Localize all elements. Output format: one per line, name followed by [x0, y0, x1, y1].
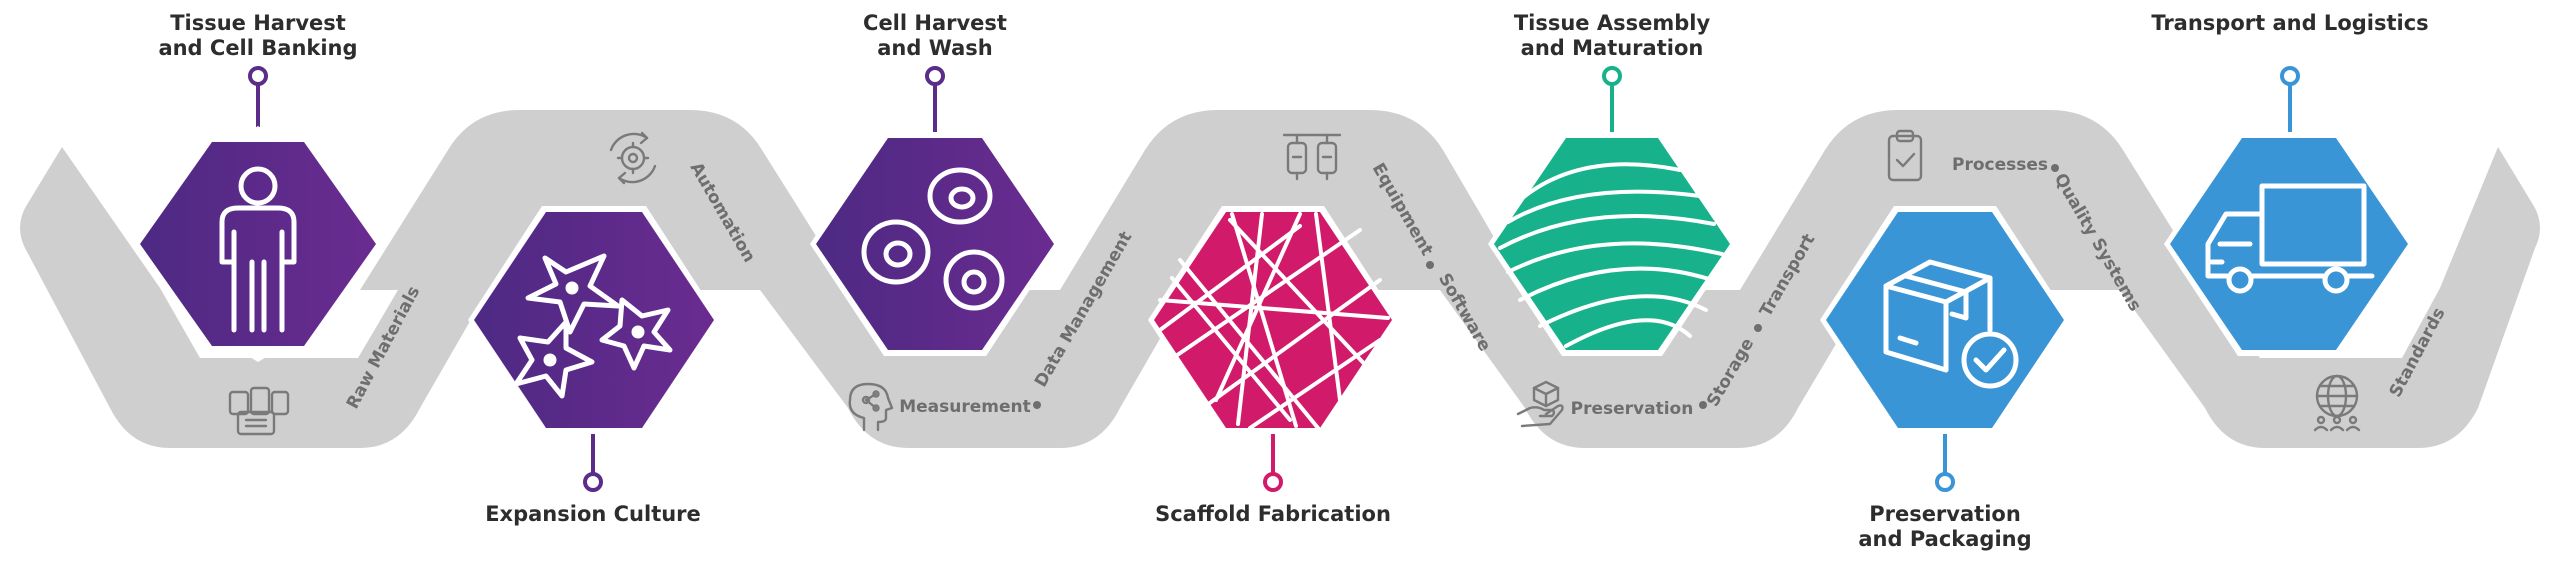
step-title-expansion-culture: Expansion Culture — [485, 502, 701, 526]
band-separator-dot — [1699, 401, 1707, 409]
step-tissue-assembly-hexagon — [1488, 132, 1736, 356]
band-separator-dot — [1426, 261, 1434, 269]
step-title-cell-harvest-line2: and Wash — [877, 36, 993, 60]
band-label-measurement: Measurement — [899, 397, 1031, 417]
measurement-brain-icon — [848, 382, 894, 432]
band-label-preservation: Preservation — [1571, 399, 1694, 419]
tissue-layers-icon — [1498, 162, 1724, 348]
step-cell-harvest-hexagon — [810, 132, 1060, 356]
band-separator-dot — [2051, 164, 2059, 172]
band-label-processes: Processes — [1952, 155, 2048, 175]
equipment-icon — [1282, 133, 1342, 181]
step-tissue-harvest-hexagon — [134, 126, 382, 362]
step-title-transport-logistics: Transport and Logistics — [2151, 11, 2428, 35]
step-expansion-culture-hexagon — [468, 206, 720, 434]
cells-network-icon — [513, 253, 673, 399]
globe-people-icon — [2313, 374, 2361, 432]
step-title-preservation-packaging: Preservation — [1869, 502, 2021, 526]
step-title-scaffold-fabrication: Scaffold Fabrication — [1155, 502, 1391, 526]
cells-icon — [861, 167, 1005, 311]
step-scaffold-fabrication-hexagon — [1148, 206, 1398, 434]
step-title-tissue-harvest: Tissue Harvest — [170, 11, 346, 35]
fiber-mesh-icon — [1158, 212, 1390, 430]
step-title-tissue-harvest-line2: and Cell Banking — [158, 36, 357, 60]
package-check-icon — [1883, 259, 2019, 389]
band-separator-dot — [1033, 401, 1041, 409]
step-title-tissue-assembly: Tissue Assembly — [1514, 11, 1711, 35]
materials-icon — [228, 386, 290, 436]
preservation-hand-icon — [1516, 380, 1564, 428]
clipboard-check-icon — [1887, 129, 1923, 182]
band-separator-dot — [1754, 324, 1762, 332]
step-title-tissue-assembly-line2: and Maturation — [1521, 36, 1704, 60]
person-icon — [219, 166, 297, 333]
step-transport-logistics-hexagon — [2164, 132, 2414, 356]
step-title-preservation-packaging-line2: and Packaging — [1858, 527, 2031, 551]
step-title-cell-harvest: Cell Harvest — [863, 11, 1007, 35]
connector-stems — [248, 66, 2300, 492]
step-preservation-packaging-hexagon — [1820, 206, 2070, 434]
truck-icon — [2205, 183, 2375, 294]
automation-gear-icon — [609, 131, 657, 185]
